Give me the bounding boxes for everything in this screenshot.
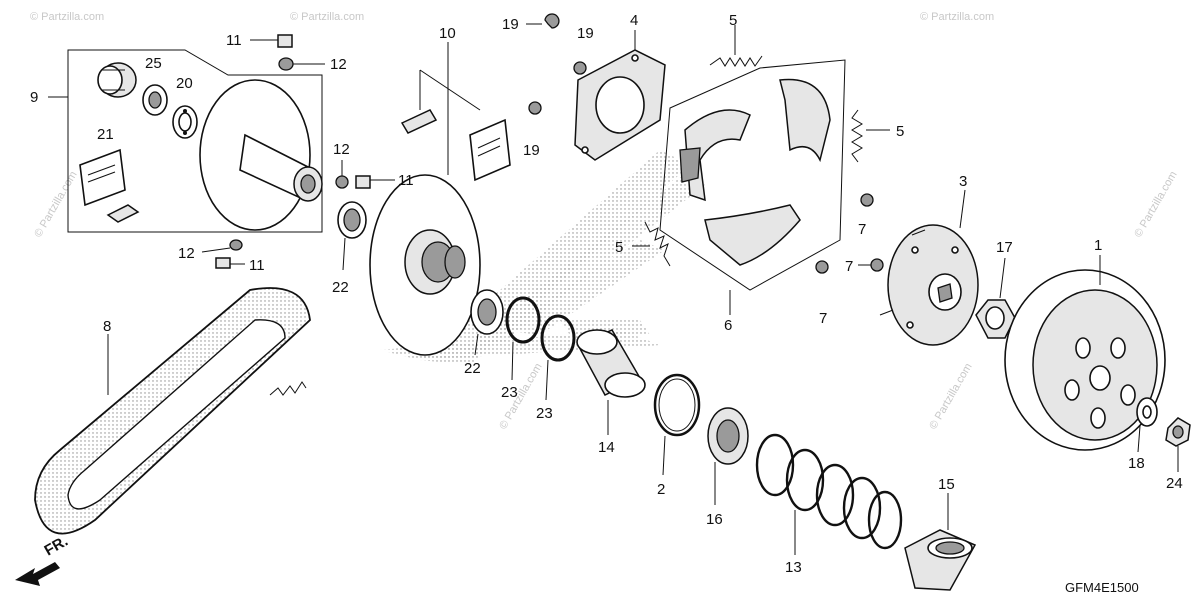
callout-12-mid[interactable]: 12: [333, 141, 350, 158]
callout-16[interactable]: 16: [706, 511, 723, 528]
nut-7-low[interactable]: [815, 260, 829, 274]
drive-belt-8[interactable]: [34, 287, 311, 535]
callout-24[interactable]: 24: [1166, 475, 1183, 492]
o-ring-23a[interactable]: [505, 296, 541, 381]
roller-12-mid[interactable]: [335, 160, 349, 189]
front-direction-arrow: FR.: [15, 533, 71, 586]
callout-23a[interactable]: 23: [501, 384, 518, 401]
guide-pin-11-top[interactable]: [250, 34, 293, 48]
nut-17[interactable]: [975, 257, 1016, 339]
callout-12-top[interactable]: 12: [330, 56, 347, 73]
callout-8[interactable]: 8: [103, 318, 111, 335]
callout-19-right[interactable]: 19: [523, 142, 540, 159]
washer-18[interactable]: [1136, 397, 1158, 453]
oil-seal-16[interactable]: [707, 407, 749, 505]
kit-label-10[interactable]: [469, 118, 511, 182]
callout-17[interactable]: 17: [996, 239, 1013, 256]
clip-19-left[interactable]: [573, 61, 587, 75]
callout-7-mid[interactable]: 7: [845, 258, 853, 275]
callout-21[interactable]: 21: [97, 126, 114, 143]
callout-12-low[interactable]: 12: [178, 245, 195, 262]
callout-4[interactable]: 4: [630, 12, 638, 29]
nut-7-mid[interactable]: [858, 258, 884, 272]
clutch-shoe-6[interactable]: [679, 78, 831, 266]
clutch-outer-1[interactable]: [1004, 255, 1166, 451]
needle-bearing-21[interactable]: [97, 62, 137, 98]
callout-11-top[interactable]: 11: [226, 32, 242, 49]
watermark-text: © Partzilla.com: [290, 11, 364, 23]
oil-seal-22b[interactable]: [470, 289, 504, 356]
callout-22a[interactable]: 22: [332, 279, 349, 296]
movable-driven-face[interactable]: [199, 79, 323, 231]
callout-25[interactable]: 25: [145, 55, 162, 72]
driven-spring-13[interactable]: [755, 433, 903, 555]
direction-label: FR.: [42, 533, 71, 560]
watermark-text: © Partzilla.com: [927, 361, 974, 431]
watermark-text: © Partzilla.com: [920, 11, 994, 23]
diagram-code: GFM4E1500: [1065, 580, 1139, 595]
spring-5-left[interactable]: [632, 221, 671, 267]
roller-12-top[interactable]: [278, 57, 325, 71]
callout-23b[interactable]: 23: [536, 405, 553, 422]
callout-1[interactable]: 1: [1094, 237, 1102, 254]
clutch-shoe-6-frame: [659, 59, 846, 315]
callout-20[interactable]: 20: [176, 75, 193, 92]
clip-19-right[interactable]: [528, 101, 542, 115]
nut-7-top[interactable]: [860, 193, 874, 207]
callout-19-left[interactable]: 19: [577, 25, 594, 42]
guide-pin-11-low[interactable]: [215, 257, 245, 269]
spring-5-top[interactable]: [709, 25, 763, 67]
callout-11-low[interactable]: 11: [249, 257, 265, 274]
collar-15[interactable]: [904, 493, 977, 591]
callout-7-top[interactable]: 7: [858, 221, 866, 238]
assembly-9-frame: [48, 49, 323, 233]
callout-5-top[interactable]: 5: [729, 12, 737, 29]
callout-6[interactable]: 6: [724, 317, 732, 334]
callout-7-low[interactable]: 7: [819, 310, 827, 327]
spring-5-right[interactable]: [851, 109, 890, 163]
guide-pin-plate[interactable]: [79, 148, 140, 223]
oil-seal-25[interactable]: [142, 84, 168, 116]
callout-2[interactable]: 2: [657, 481, 665, 498]
callout-18[interactable]: 18: [1128, 455, 1145, 472]
callout-15[interactable]: 15: [938, 476, 955, 493]
callout-5-right[interactable]: 5: [896, 123, 904, 140]
callout-3[interactable]: 3: [959, 173, 967, 190]
seat-ring-2[interactable]: [653, 373, 701, 476]
nut-24[interactable]: [1165, 417, 1191, 472]
callout-layer: 1 2 3 4 5 5 5 6 7 7 7 8 9 10 11 11 11 12…: [30, 12, 1183, 576]
callout-22b[interactable]: 22: [464, 360, 481, 377]
watermark-text: © Partzilla.com: [30, 11, 104, 23]
ball-bearing-20[interactable]: [172, 105, 198, 139]
watermark-text: © Partzilla.com: [1132, 169, 1179, 239]
callout-9[interactable]: 9: [30, 89, 38, 106]
guide-pin-11-mid[interactable]: [355, 175, 395, 189]
drive-plate-3[interactable]: [879, 189, 979, 346]
oil-seal-22a[interactable]: [337, 201, 367, 271]
o-ring-23b[interactable]: [540, 314, 576, 401]
callout-13[interactable]: 13: [785, 559, 802, 576]
kit-pin-10[interactable]: [400, 69, 481, 134]
callout-5-left[interactable]: 5: [615, 239, 623, 256]
roller-12-low[interactable]: [201, 239, 243, 253]
clip-19-top[interactable]: [526, 13, 560, 29]
callout-19-top[interactable]: 19: [502, 16, 519, 33]
collar-14[interactable]: [576, 329, 646, 435]
side-plate-4[interactable]: [574, 30, 666, 161]
fixed-driven-face-10[interactable]: [369, 42, 481, 356]
callout-14[interactable]: 14: [598, 439, 615, 456]
callout-11-mid[interactable]: 11: [398, 172, 414, 189]
callout-10[interactable]: 10: [439, 25, 456, 42]
watermark-text: © Partzilla.com: [32, 169, 79, 239]
